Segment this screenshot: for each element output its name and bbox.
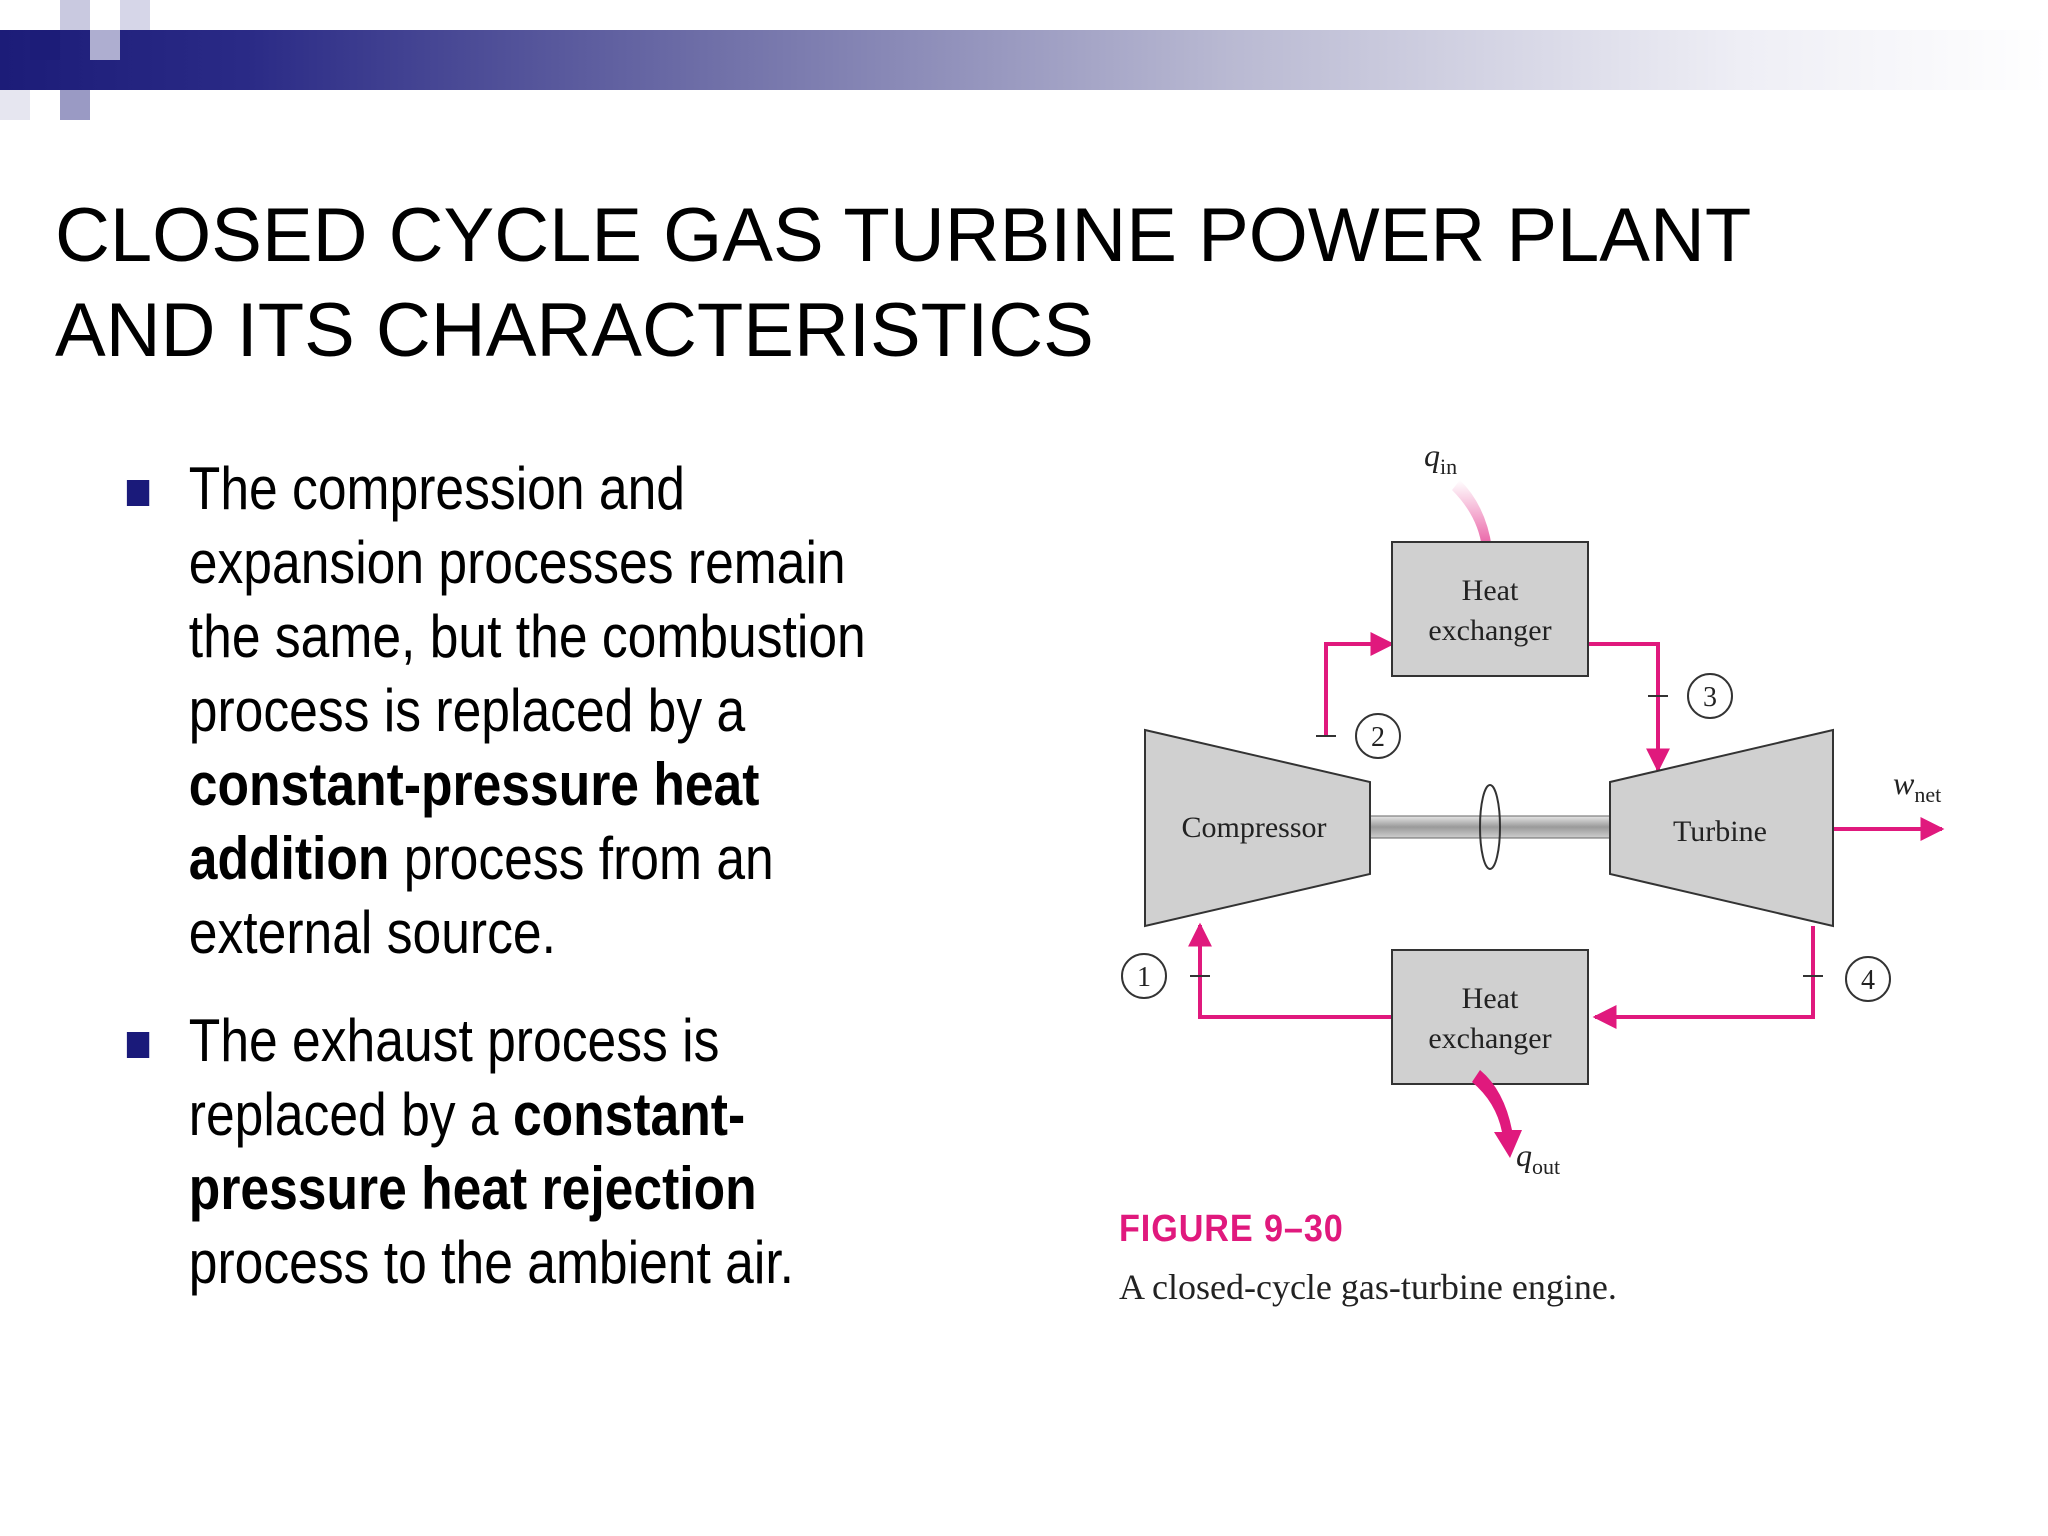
header-logo-square-light	[90, 30, 120, 60]
figure-caption: A closed-cycle gas-turbine engine.	[1119, 1267, 1617, 1307]
bullet-square-icon	[126, 1032, 150, 1058]
bullet-text: The compression and	[188, 455, 686, 522]
bullet-text: process from an	[389, 825, 774, 892]
figure-label: FIGURE 9–30	[1119, 1208, 1344, 1250]
q-in-symbol: qin	[1424, 437, 1457, 479]
state-ticks	[1190, 695, 1823, 977]
bullet-text: The exhaust process is	[188, 1007, 720, 1074]
heat-exchanger-top-label: Heat	[1462, 574, 1519, 607]
heat-exchanger-bottom-label: Heat	[1462, 982, 1519, 1015]
q-out-arrow-icon	[1472, 1070, 1522, 1158]
flow-turbine-to-cooler	[1592, 926, 1815, 1029]
turbine-label: Turbine	[1673, 815, 1767, 848]
gas-turbine-diagram: Heat exchanger Compressor Turbine Heat e…	[1121, 437, 1945, 1179]
state-2-label: 2	[1371, 722, 1385, 753]
bullet-bold-text: pressure heat rejection	[188, 1155, 757, 1222]
bullet-bold-text: addition	[188, 825, 390, 892]
heat-exchanger-bottom-label: exchanger	[1428, 1022, 1551, 1055]
slide-title-line: AND ITS CHARACTERISTICS	[55, 288, 1094, 373]
heat-exchanger-bottom	[1391, 949, 1589, 1085]
rotation-icon	[1479, 784, 1501, 870]
heat-exchanger-top-label: exchanger	[1428, 614, 1551, 647]
bullet-text: replaced by a	[188, 1081, 513, 1148]
state-2-circle	[1355, 713, 1401, 759]
flow-cooler-to-compressor	[1188, 922, 1392, 1019]
gas-turbine-figure: Heat exchanger Compressor Turbine Heat e…	[1100, 430, 2000, 1330]
state-4-label: 4	[1861, 965, 1875, 996]
bullet-text: the same, but the combustion	[188, 603, 866, 670]
bullet-bold-text: constant-pressure heat	[188, 751, 760, 818]
compressor-label: Compressor	[1182, 811, 1327, 844]
flow-heater-to-turbine	[1588, 642, 1670, 773]
bullet-item: The exhaust process is replaced by a con…	[120, 1004, 1049, 1300]
flow-compressor-to-heater	[1324, 632, 1395, 736]
header-logo-square-dark	[30, 30, 60, 60]
flow-lines	[1188, 632, 1945, 1029]
shaft	[1367, 815, 1611, 839]
header-logo-square-light	[60, 0, 90, 30]
bullet-square-icon	[126, 480, 150, 506]
bullet-list: The compression and expansion processes …	[120, 452, 980, 1334]
state-3-circle	[1687, 673, 1733, 719]
slide-title-line: CLOSED CYCLE GAS TURBINE POWER PLANT	[55, 193, 1752, 278]
bullet-text: process is replaced by a	[188, 677, 746, 744]
bullet-item: The compression and expansion processes …	[120, 452, 1049, 970]
state-4-circle	[1845, 956, 1891, 1002]
header-logo-square-light	[120, 0, 150, 30]
state-1-label: 1	[1137, 962, 1151, 993]
q-out-symbol: qout	[1516, 1137, 1560, 1179]
bullet-text: external source.	[188, 899, 556, 966]
state-1-circle	[1121, 953, 1167, 999]
slide-title: CLOSED CYCLE GAS TURBINE POWER PLANT AND…	[55, 188, 1955, 378]
header-gradient-bar	[0, 30, 2048, 90]
bullet-bold-text: constant-	[512, 1081, 746, 1148]
w-net-symbol: wnet	[1893, 765, 1941, 807]
bullet-text: process to the ambient air.	[188, 1229, 794, 1296]
state-3-label: 3	[1703, 682, 1717, 713]
compressor	[1144, 728, 1371, 928]
header-logo-square-light	[0, 90, 30, 120]
header-logo-square-mid	[60, 90, 90, 120]
heat-exchanger-top	[1391, 541, 1589, 677]
turbine	[1609, 728, 1834, 928]
bullet-text: expansion processes remain	[188, 529, 846, 596]
state-markers: 1 2 3 4	[1121, 673, 1891, 1002]
